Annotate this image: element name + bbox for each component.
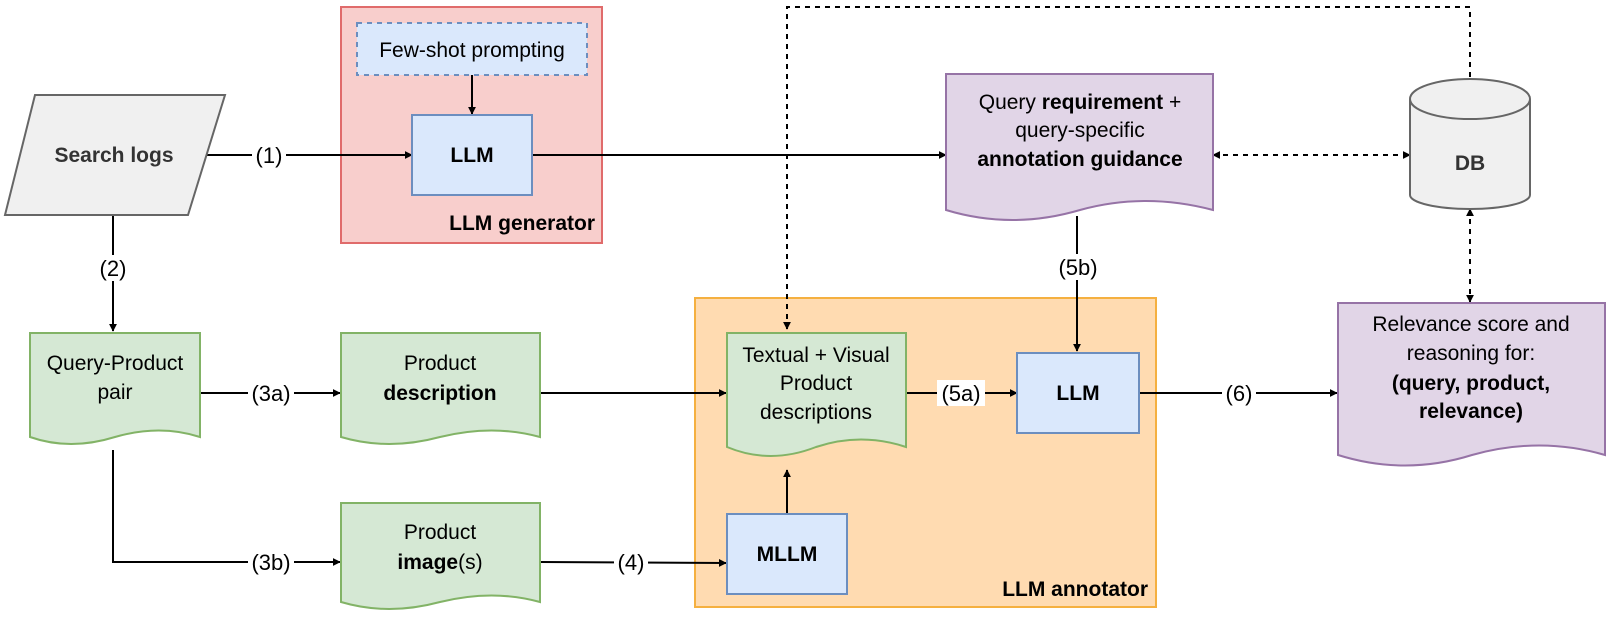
llm-annotator-title: LLM annotator [1002, 578, 1148, 601]
product-image-line-1: Product [404, 521, 477, 544]
edge-label-1: (1) [256, 143, 283, 168]
edge-label-5a: (5a) [941, 381, 980, 406]
llm-annotator-label: LLM [1056, 382, 1099, 405]
relevance-line-4: relevance) [1419, 400, 1523, 423]
product-image-node: Product image(s) [340, 502, 541, 610]
textual-visual-descriptions-node: Textual + Visual Product descriptions [726, 332, 907, 457]
query-product-pair-line-1: Query-Product [47, 352, 184, 375]
edge-label-6: (6) [1226, 381, 1253, 406]
db-label: DB [1455, 152, 1485, 175]
product-description-node: Product description [340, 332, 541, 445]
edges [109, 6, 1474, 567]
product-image-line-2: image(s) [397, 551, 482, 574]
product-description-line-1: Product [404, 352, 477, 375]
mllm-label: MLLM [757, 543, 818, 566]
edge-3b-pair-to-image [112, 450, 341, 566]
relevance-line-1: Relevance score and [1372, 313, 1569, 336]
few-shot-prompting-label: Few-shot prompting [379, 39, 565, 62]
query-requirement-line-3: annotation guidance [977, 148, 1182, 171]
textual-visual-line-3: descriptions [760, 401, 872, 424]
query-product-pair-node: Query-Product pair [29, 332, 201, 445]
query-requirement-line-2: query-specific [1015, 119, 1145, 142]
query-product-pair-line-2: pair [97, 381, 132, 404]
textual-visual-line-2: Product [780, 372, 853, 395]
product-description-line-2: description [383, 382, 496, 405]
mllm-node: MLLM [726, 513, 848, 595]
llm-generator-title: LLM generator [449, 212, 595, 235]
search-logs-label: Search logs [54, 144, 173, 167]
edge-label-2: (2) [100, 256, 127, 281]
query-requirement-line-1: Query requirement + [979, 91, 1182, 114]
edge-label-3a: (3a) [251, 381, 290, 406]
llm-annotator-node: LLM [1016, 352, 1140, 434]
relevance-line-3: (query, product, [1392, 372, 1550, 395]
edge-label-3b: (3b) [251, 550, 290, 575]
relevance-line-2: reasoning for: [1407, 342, 1535, 365]
db-node: DB [1409, 78, 1531, 210]
few-shot-prompting-node: Few-shot prompting [356, 22, 588, 76]
query-requirement-node: Query requirement + query-specific annot… [945, 73, 1214, 221]
textual-visual-line-1: Textual + Visual [742, 344, 889, 367]
llm-generator-node: LLM [411, 114, 533, 196]
llm-generator-label: LLM [450, 144, 493, 167]
relevance-node: Relevance score and reasoning for: (quer… [1337, 302, 1606, 467]
edge-dashed-db-to-textual-visual [783, 6, 1474, 330]
edge-label-5b: (5b) [1058, 255, 1097, 280]
edge-label-4: (4) [618, 550, 645, 575]
search-logs-node: Search logs [3, 94, 227, 216]
edge-labels: (1) (2) (3a) (3b) (4) (5a) (5b) (6) [96, 142, 1256, 575]
